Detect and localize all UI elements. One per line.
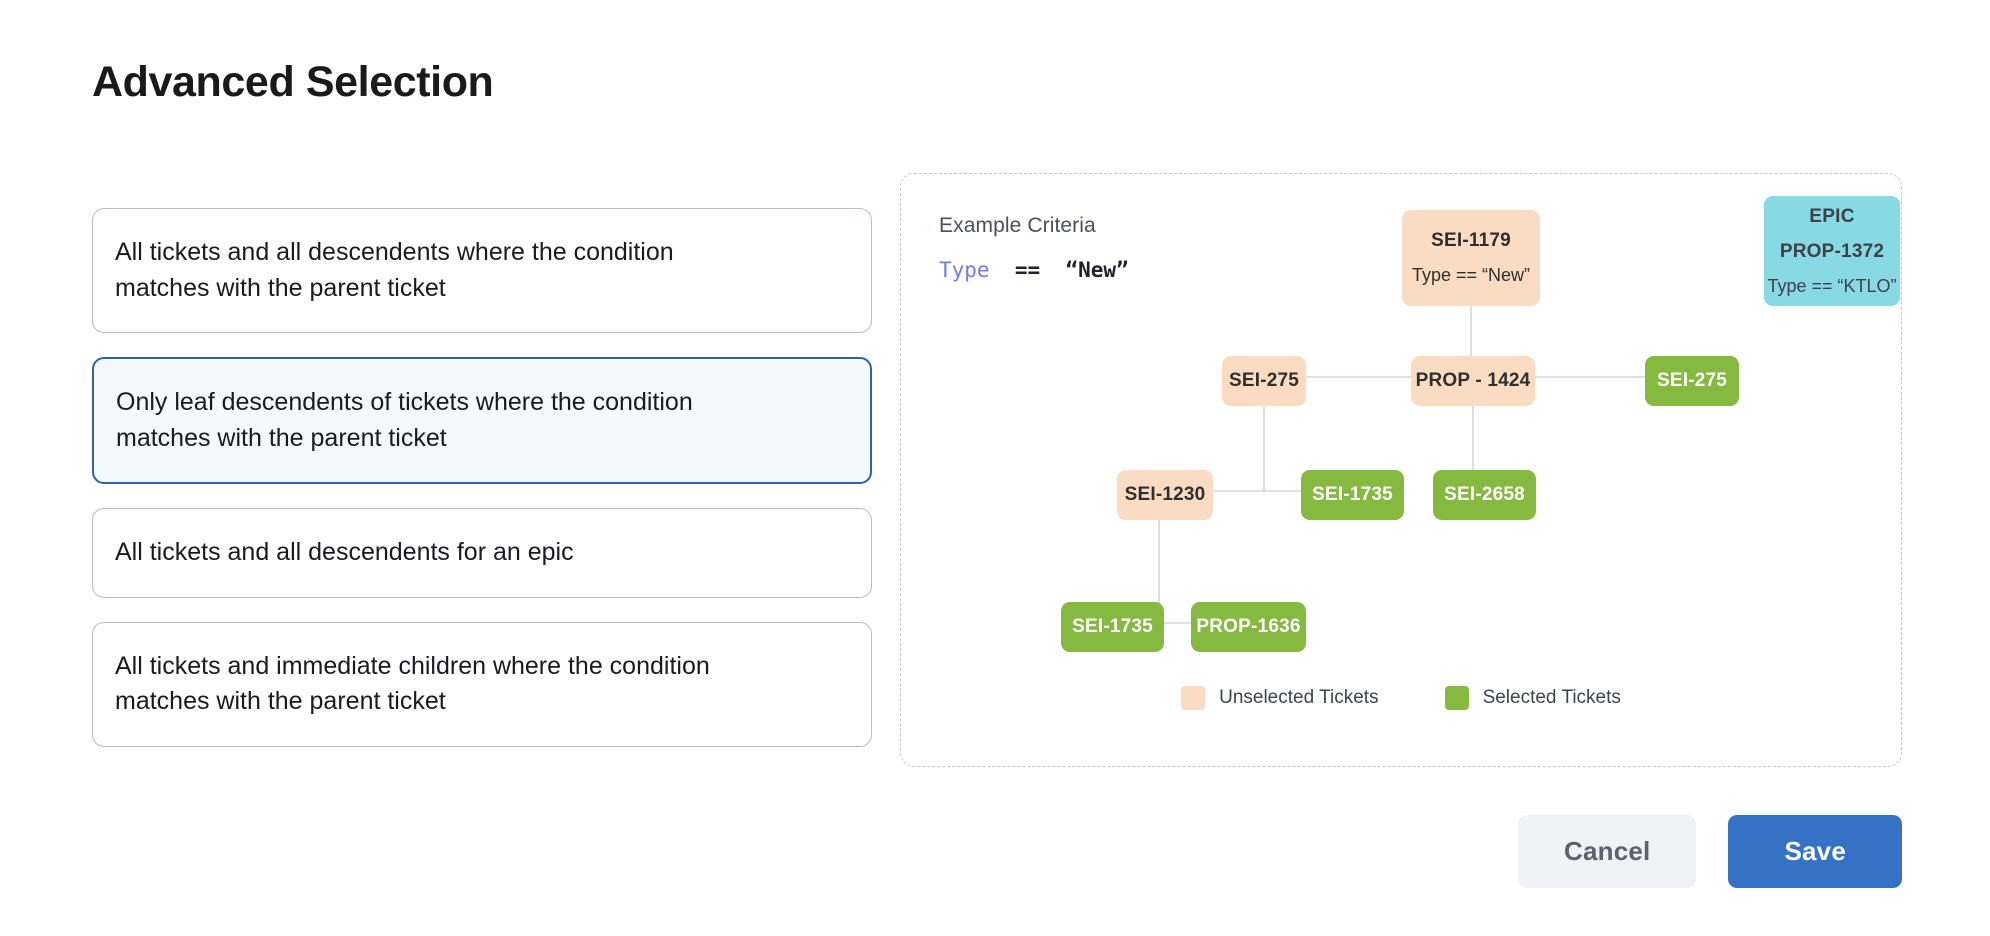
criteria-operator: == [1014,258,1041,282]
tree-node-id: SEI-1735 [1312,484,1393,505]
criteria-key: Type [939,258,990,282]
tree-node-kind: EPIC [1809,205,1855,227]
tree-node-id: PROP-1636 [1196,616,1301,637]
legend-item-unselected: Unselected Tickets [1181,686,1379,710]
tree-node-id: SEI-1230 [1124,484,1206,505]
cancel-button[interactable]: Cancel [1518,815,1697,888]
legend-label: Selected Tickets [1482,687,1621,708]
option-card-immediate-children-condition[interactable]: All tickets and immediate children where… [92,621,872,747]
tree-node-id: SEI-2658 [1444,484,1525,505]
tree-node-id: SEI-275 [1228,370,1300,391]
option-card-all-descendents-condition[interactable]: All tickets and all descendents where th… [92,208,872,333]
tree-node-id: PROP - 1424 [1415,370,1531,391]
save-button[interactable]: Save [1728,815,1902,888]
option-label: All tickets and all descendents where th… [115,238,674,302]
tree-node-id: SEI-1179 [1431,230,1511,251]
tree-node-sei2658[interactable]: SEI-2658 [1433,470,1536,520]
tree-node-id: PROP-1372 [1779,240,1885,262]
legend-swatch-icon [1181,686,1206,710]
option-label: All tickets and immediate children where… [115,651,710,716]
tree-node-id: SEI-275 [1656,370,1728,391]
selection-options-list: All tickets and all descendents where th… [92,208,872,771]
diagram-legend: Unselected Tickets Selected Tickets [901,686,1901,710]
option-card-leaf-descendents-condition[interactable]: Only leaf descendents of tickets where t… [92,357,872,484]
legend-label: Unselected Tickets [1219,687,1379,708]
tree-node-sei1230[interactable]: SEI-1230 [1117,470,1213,520]
tree-node-id: SEI-1735 [1072,616,1153,637]
page-title: Advanced Selection [92,58,494,106]
legend-item-selected: Selected Tickets [1444,686,1621,710]
criteria-title: Example Criteria [939,214,1096,237]
dialog-footer: Cancel Save [1518,815,1902,888]
tree-node-sei275a[interactable]: SEI-275 [1222,356,1306,406]
example-diagram-panel: Example Criteria Type == “New” [900,173,1902,767]
legend-swatch-icon [1444,686,1469,710]
example-criteria-block: Example Criteria Type == “New” [939,214,1129,282]
criteria-value: “New” [1065,258,1129,282]
tree-node-condition: Type == “KTLO” [1767,275,1897,296]
option-label: Only leaf descendents of tickets where t… [116,388,693,452]
tree-node-sei1735a[interactable]: SEI-1735 [1301,470,1404,520]
tree-node-prop1636[interactable]: PROP-1636 [1191,602,1306,652]
option-label: All tickets and all descendents for an e… [115,538,574,566]
option-card-all-descendents-epic[interactable]: All tickets and all descendents for an e… [92,508,872,598]
tree-node-prop1424[interactable]: PROP - 1424 [1411,356,1535,406]
tree-node-sei275b[interactable]: SEI-275 [1645,356,1739,406]
criteria-expression: Type == “New” [939,258,1129,282]
tree-node-sei1735b[interactable]: SEI-1735 [1061,602,1164,652]
tree-node-condition: Type == “New” [1411,265,1531,285]
